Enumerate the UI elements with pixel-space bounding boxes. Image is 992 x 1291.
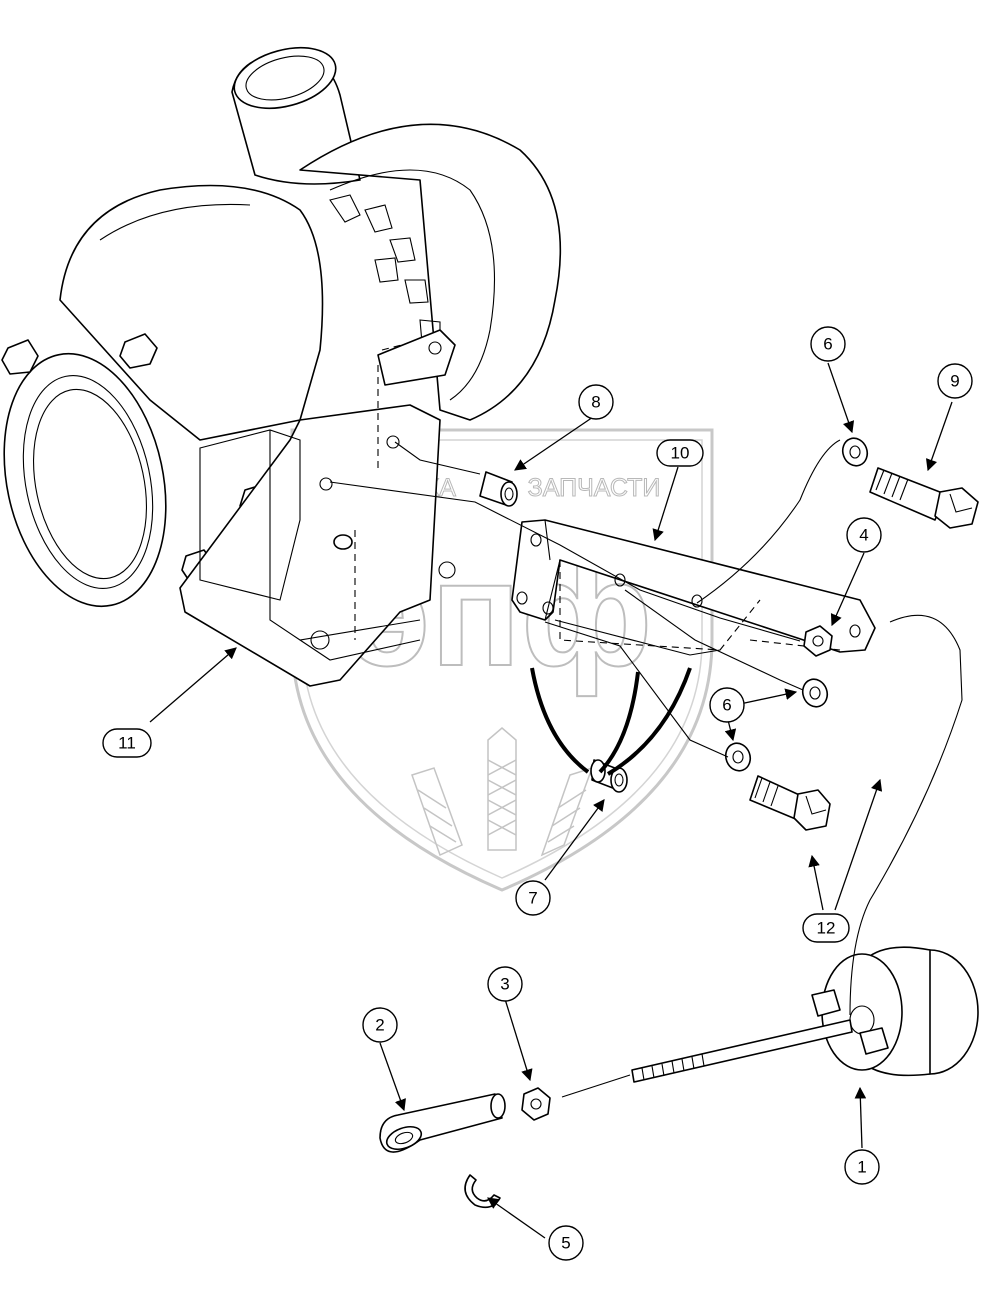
- compressor-housing: [299, 123, 562, 421]
- sleeve-7: [590, 759, 628, 793]
- nut-4: [803, 625, 833, 657]
- actuator-bracket: [511, 519, 876, 656]
- leader-lines: [149, 362, 953, 1239]
- flange-bolt: [1, 339, 39, 375]
- mounting-bracket: [179, 404, 441, 687]
- sleeve-8: [479, 471, 518, 507]
- callout-label: 11: [118, 734, 136, 753]
- callout-4: 4: [846, 517, 882, 553]
- callout-label: 7: [528, 889, 537, 908]
- wheat-icon: [411, 727, 594, 857]
- callout-label: 6: [823, 335, 832, 354]
- actuator-rod: [631, 1019, 853, 1083]
- callout-6-upper: 6: [810, 326, 846, 362]
- callout-11: 11: [102, 728, 152, 758]
- assembly-path-lines: [329, 439, 963, 1098]
- callout-5: 5: [548, 1225, 584, 1261]
- watermark-shield: [290, 428, 714, 892]
- callout-8: 8: [578, 384, 614, 420]
- callout-1: 1: [844, 1149, 880, 1185]
- callout-6-middle: 6: [709, 687, 745, 723]
- turbocharger-assembly: [1, 46, 562, 687]
- washer-6-middle: [801, 678, 829, 708]
- callout-label: 10: [671, 444, 690, 463]
- callout-label: 1: [857, 1158, 866, 1177]
- callout-9: 9: [937, 363, 973, 399]
- washer-6-lower: [724, 742, 752, 772]
- callout-12: 12: [802, 913, 850, 943]
- wastegate-actuator: [631, 946, 979, 1083]
- callout-label: 2: [375, 1016, 384, 1035]
- callout-label: 3: [500, 975, 509, 994]
- callout-2: 2: [362, 1007, 398, 1043]
- bolt-9: [869, 467, 979, 529]
- turbine-housing: [59, 184, 324, 441]
- watermark-right-word: ЗАПЧАСТИ: [528, 474, 661, 502]
- flange-bolt: [119, 333, 158, 369]
- callout-label: 9: [950, 372, 959, 391]
- callout-3: 3: [487, 966, 523, 1002]
- nut-3: [521, 1087, 551, 1121]
- rod-end-2: [379, 1093, 506, 1153]
- stud: [333, 534, 353, 550]
- callout-label: 4: [859, 526, 868, 545]
- callout-7: 7: [515, 880, 551, 916]
- assembly-path-arcs: [530, 667, 692, 776]
- washer-6-upper: [841, 437, 869, 467]
- callout-label: 6: [722, 696, 731, 715]
- callout-10: 10: [656, 439, 704, 467]
- callout-label: 8: [591, 393, 600, 412]
- bolt-12: [749, 775, 831, 831]
- wastegate-lever: [377, 329, 456, 386]
- callout-label: 12: [817, 919, 836, 938]
- callout-label: 5: [561, 1234, 570, 1253]
